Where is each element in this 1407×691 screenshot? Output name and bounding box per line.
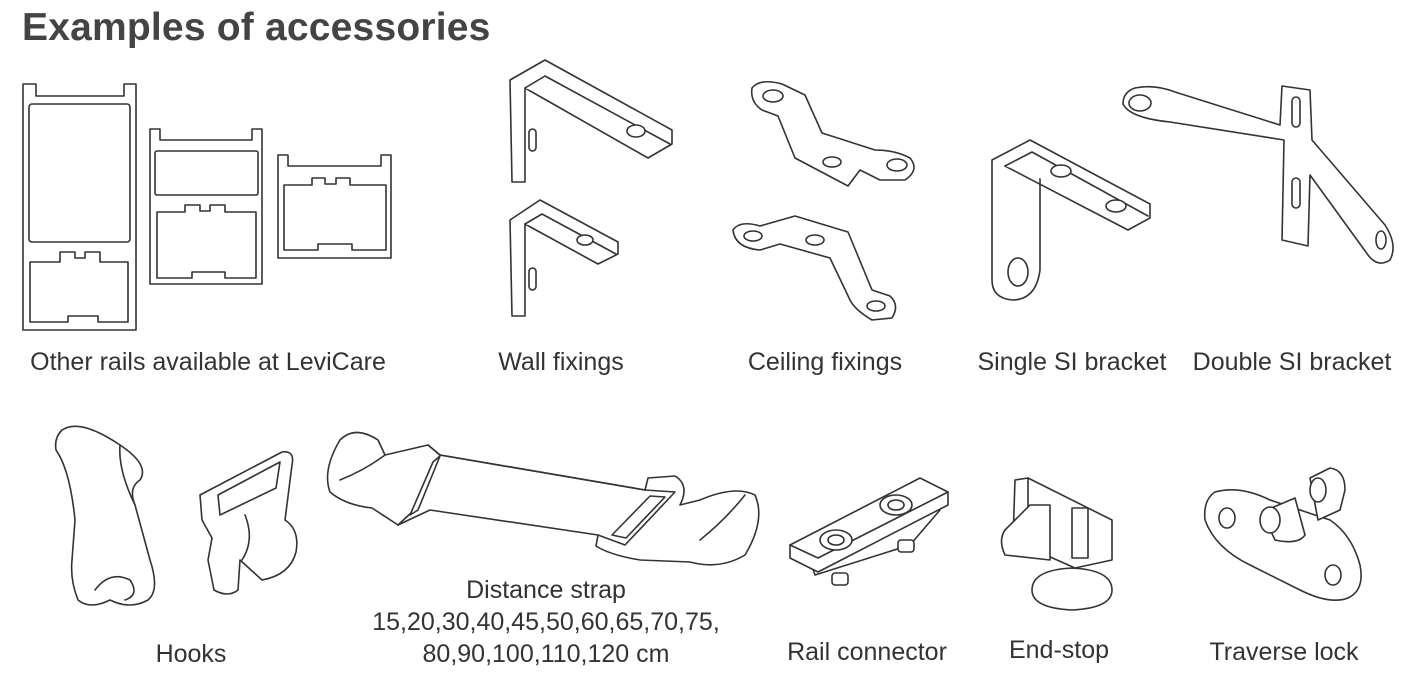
caption-distance-strap-line1: Distance strap [466,576,626,604]
caption-end-stop: End-stop [1008,636,1110,664]
hooks-icon [54,425,298,606]
caption-double-si-bracket: Double SI bracket [1192,348,1392,376]
caption-ceiling-fixings: Ceiling fixings [747,348,903,376]
traverse-lock-icon [1203,467,1362,601]
caption-traverse-lock: Traverse lock [1209,638,1359,666]
double-si-bracket-icon [1122,85,1394,264]
caption-hooks: Hooks [155,640,227,668]
single-si-bracket-icon [991,139,1151,301]
wall-fixing-icon [509,59,673,317]
caption-rail-connector: Rail connector [787,638,947,666]
rail-connector-icon [789,477,949,586]
caption-other-rails: Other rails available at LeviCare [30,348,386,376]
caption-distance-strap-line2: 15,20,30,40,45,50,60,65,70,75, [372,608,720,636]
caption-wall-fixings: Wall fixings [498,348,624,376]
end-stop-icon [1000,477,1113,611]
distance-strap-icon [326,431,760,566]
rail-profiles-icon [22,83,392,331]
caption-single-si-bracket: Single SI bracket [977,348,1167,376]
caption-distance-strap: Distance strap 15,20,30,40,45,50,60,65,7… [372,574,720,670]
page-title: Examples of accessories [22,6,491,49]
ceiling-fixing-icon [732,80,915,321]
caption-distance-strap-line3: 80,90,100,110,120 cm [422,640,670,668]
